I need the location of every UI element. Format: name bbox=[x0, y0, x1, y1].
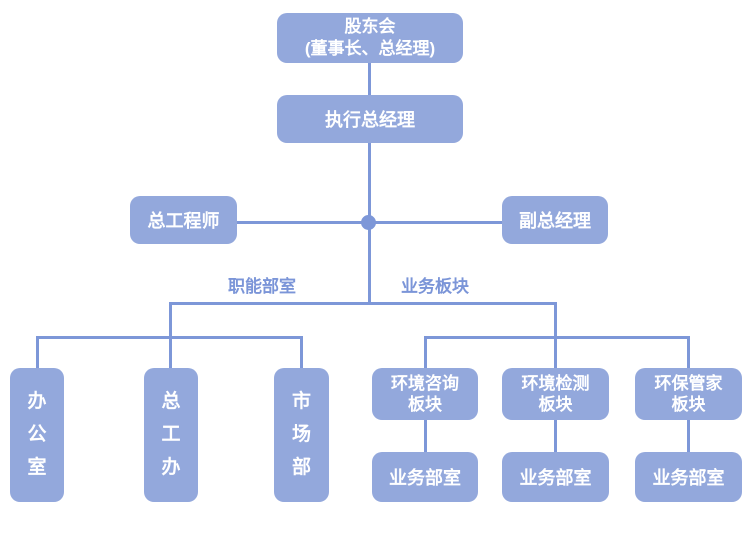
sector-steward-line1: 环保管家 bbox=[654, 374, 723, 393]
node-executive-gm: 执行总经理 bbox=[277, 95, 463, 143]
dept-office-char: 办 bbox=[27, 391, 47, 412]
connector-sector-1 bbox=[424, 336, 427, 368]
branch-label-functional: 职能部室 bbox=[228, 277, 296, 296]
node-shareholders: 股东会 (董事长、总经理) bbox=[277, 13, 463, 63]
connector-dept-market bbox=[300, 336, 303, 368]
sector-consulting-line2: 板块 bbox=[408, 395, 442, 414]
sector-testing-line2: 板块 bbox=[538, 395, 573, 414]
node-sub-testing: 业务部室 bbox=[502, 452, 609, 502]
dept-market-char: 部 bbox=[291, 457, 311, 478]
dept-market-char: 市 bbox=[291, 391, 311, 412]
connector-functional-horizontal bbox=[36, 336, 303, 339]
connector-root-executive bbox=[368, 62, 371, 96]
node-shareholders-title: 股东会 bbox=[344, 17, 396, 36]
connector-sector-3 bbox=[687, 336, 690, 368]
dept-office-char: 公 bbox=[27, 424, 47, 445]
node-sub-consulting: 业务部室 bbox=[372, 452, 478, 502]
node-sector-consulting: 环境咨询 板块 bbox=[372, 368, 478, 420]
dept-chief-office-char: 办 bbox=[161, 457, 181, 478]
dept-office-char: 室 bbox=[27, 457, 47, 478]
connector-sub-3 bbox=[687, 420, 690, 452]
branch-label-business: 业务板块 bbox=[401, 277, 469, 296]
node-sector-steward: 环保管家 板块 bbox=[635, 368, 742, 420]
dept-market-char: 场 bbox=[291, 424, 311, 445]
junction-dot bbox=[361, 215, 376, 230]
node-shareholders-subtitle: (董事长、总经理) bbox=[304, 39, 436, 58]
node-sub-steward: 业务部室 bbox=[635, 452, 742, 502]
connector-sub-1 bbox=[424, 420, 427, 452]
node-dept-market: 市 场 部 bbox=[274, 368, 329, 502]
sector-steward-line2: 板块 bbox=[671, 395, 706, 414]
dept-chief-office-char: 工 bbox=[161, 424, 181, 445]
node-deputy-gm: 副总经理 bbox=[502, 196, 608, 244]
node-chief-engineer: 总工程师 bbox=[130, 196, 237, 244]
connector-business-drop bbox=[554, 302, 557, 368]
node-dept-chief-office: 总 工 办 bbox=[144, 368, 198, 502]
node-dept-office: 办 公 室 bbox=[10, 368, 64, 502]
node-sector-testing: 环境检测 板块 bbox=[502, 368, 609, 420]
sector-consulting-line1: 环境咨询 bbox=[391, 374, 459, 393]
sector-testing-line1: 环境检测 bbox=[521, 374, 590, 393]
connector-dept-office bbox=[36, 336, 39, 368]
connector-split-horizontal bbox=[169, 302, 557, 305]
connector-business-horizontal bbox=[424, 336, 689, 339]
connector-functional-drop bbox=[169, 302, 172, 368]
dept-chief-office-char: 总 bbox=[161, 391, 181, 412]
connector-sub-2 bbox=[554, 420, 557, 452]
